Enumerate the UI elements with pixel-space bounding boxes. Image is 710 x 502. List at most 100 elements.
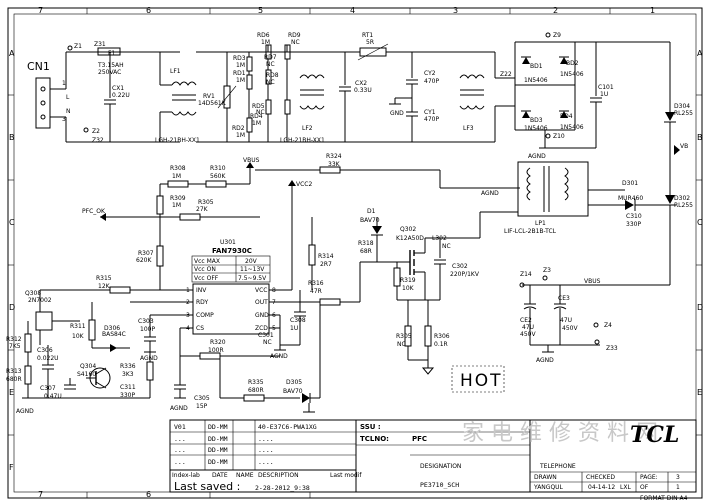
r310-label: R310	[210, 165, 226, 172]
r307-value: 620K	[136, 257, 152, 264]
r336-value: 3K3	[122, 371, 134, 378]
tclno-value: PFC	[412, 435, 427, 443]
z4-label: Z4	[604, 322, 612, 329]
r320-value: 100R	[208, 347, 224, 354]
d302-value: RL255	[674, 202, 693, 209]
lf3-label: LF3	[463, 125, 474, 132]
rv1-label: RV1	[203, 93, 215, 100]
z10-label: Z10	[553, 133, 565, 140]
r316-label: R316	[308, 280, 324, 287]
vbus-label-2: VBUS	[584, 278, 601, 285]
bleeder-resistors: RD3 1M RD1 1M RD2 1M RD6 1M RD7 NC RD8 N…	[227, 32, 340, 143]
c303-value: 100P	[140, 326, 155, 333]
ssu-label: SSU :	[360, 423, 381, 431]
cx2-label: CX2	[355, 80, 367, 87]
r308-value: 1M	[172, 173, 181, 180]
rev2-date: DD-MM	[208, 446, 228, 454]
cy1-label: CY1	[424, 109, 436, 116]
hot-marker: HOT	[451, 365, 505, 393]
ic-row0-name: Vcc MAX	[194, 258, 220, 265]
r318: R318 68R	[358, 240, 374, 255]
cn1-label: CN1	[27, 60, 50, 73]
z32-label: Z32	[92, 137, 104, 144]
q308-label: Q308	[25, 290, 41, 297]
c310-value: 330P	[626, 221, 641, 228]
r319-c302: R319 10K C302 220P/1KV L302 NC	[393, 235, 480, 300]
rev3-index: ...	[174, 458, 186, 466]
r319-value: 10K	[402, 285, 415, 292]
c307-label: C307	[40, 385, 56, 392]
cx1-value: 0.22U	[112, 92, 130, 99]
cn1-pin1: 1	[62, 80, 66, 87]
r319-label: R319	[400, 277, 416, 284]
bd1-value: 1N5406	[524, 77, 548, 84]
q304-label: Q304	[80, 363, 96, 370]
c305-value: 15P	[196, 403, 208, 410]
watermark-text: 家 电 维 修 资 料 网	[462, 421, 658, 446]
ic-row1-name: Vcc ON	[194, 266, 216, 273]
x-cap-cx2: CX2 0.33U	[339, 52, 470, 143]
title-block: V01 DD-MM 40-E37C6-PWA1XG ... DD-MM ....…	[169, 419, 697, 502]
q304-value: S4160	[77, 371, 96, 378]
bulk-caps: Z14 Z3 VBUS CE2 47U 450V CE3 47U 450V AG…	[519, 267, 618, 364]
ce3-rating: 450V	[562, 325, 578, 332]
rt1-value: 5R	[366, 39, 374, 46]
d302-label: D302	[674, 195, 690, 202]
designation-value: PE3710_SCH	[420, 481, 459, 489]
ce2-label: CE2	[520, 317, 532, 324]
vbus-label-1: VBUS	[243, 157, 260, 164]
mosfet-q302: Q302 K12A50D	[396, 226, 480, 300]
cy2-label: CY2	[424, 70, 436, 77]
c311-label: C311	[120, 384, 136, 391]
d304-label: D304	[674, 103, 690, 110]
pin-zcd: ZCD	[255, 325, 268, 332]
z31-label: Z31	[94, 41, 106, 48]
col-label-6-bottom: 6	[146, 490, 151, 499]
drawn-label: DRAWN	[534, 474, 557, 481]
r312-label: R312	[6, 336, 22, 343]
r315-value: 12K	[98, 283, 111, 290]
of-label: OF	[640, 484, 649, 491]
l302-value: NC	[442, 243, 451, 250]
designation-label: DESIGNATION	[420, 463, 461, 470]
transformer-lp1: LP1 LIF-LCL-2B1B-TCL AGND	[479, 161, 625, 238]
r320-label: R320	[210, 339, 226, 346]
rd2-value: 1M	[236, 132, 245, 139]
row-label-d-right: D	[697, 303, 703, 312]
r306-value: 0.1R	[434, 341, 448, 348]
rev1-date: DD-MM	[208, 435, 228, 443]
agnd-r313-label: AGND	[16, 408, 34, 415]
cx1-label: CX1	[112, 85, 124, 92]
cx2-value: 0.33U	[354, 87, 372, 94]
varistor-rv1: RV1 14D561K	[196, 51, 237, 143]
lp1-part: LIF-LCL-2B1B-TCL	[504, 228, 557, 235]
r311-value: 10K	[72, 333, 85, 340]
diode-d302: D302 RL255	[600, 190, 693, 286]
bd3-label: BD3	[530, 117, 543, 124]
q302-label: Q302	[400, 226, 416, 233]
c303-label: C303	[138, 318, 154, 325]
grid-labels: 7 6 5 4 3 2 1 7 6 A B C D E F A B C D E	[9, 6, 703, 499]
r313-value: 680R	[6, 376, 22, 383]
r312-r313: R312 7K5 R313 680R AGND	[6, 321, 34, 415]
ce2-value: 47U	[522, 324, 534, 331]
z33-label: Z33	[606, 345, 618, 352]
r335-value: 680R	[248, 387, 264, 394]
of-value: 1	[676, 484, 680, 491]
d301-label: D301	[622, 180, 638, 187]
r306-label: R306	[434, 333, 450, 340]
hdr-name: NAME	[236, 472, 254, 479]
rev0-index: V01	[174, 423, 186, 431]
bd1-label: BD1	[530, 63, 543, 70]
r307-label: R307	[138, 250, 154, 257]
ce3-value: 47U	[560, 317, 572, 324]
r324-vcc2: R324 33K VCC2	[255, 153, 520, 250]
q308-mosfet: Q308 2N7002	[25, 290, 80, 345]
r305b-value: NC	[397, 341, 406, 348]
tcl-logo: TCL	[630, 422, 679, 448]
pin-out: OUT	[255, 299, 268, 306]
rd1-label: RD1	[233, 70, 246, 77]
d1-label: D1	[367, 208, 376, 215]
agnd-bulk-label: AGND	[536, 357, 554, 364]
r324-value: 33K	[328, 161, 341, 168]
